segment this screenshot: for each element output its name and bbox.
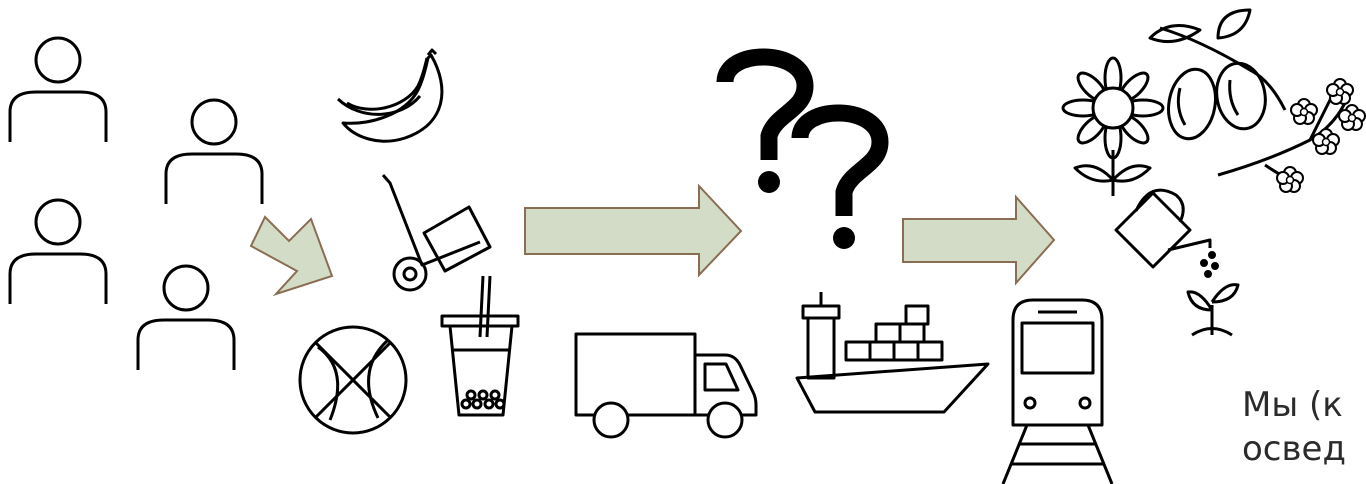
- sprout-icon: [1188, 285, 1238, 335]
- flow-arrow-right-2: [903, 197, 1054, 283]
- hand-truck-icon: [383, 175, 490, 290]
- person-icon: [166, 100, 262, 204]
- cargo-ship-icon: [797, 292, 988, 412]
- question-mark-icon: [725, 57, 880, 249]
- olive-branch-icon: [1150, 10, 1285, 142]
- caption-line-2: освед: [1242, 427, 1366, 471]
- person-icon: [138, 266, 234, 370]
- bubble-tea-icon: [442, 276, 518, 415]
- caption-line-1: Мы (к: [1242, 383, 1366, 427]
- flow-arrow-right-1: [525, 186, 741, 275]
- person-icon: [10, 200, 106, 304]
- delivery-truck-icon: [576, 334, 756, 437]
- train-icon: [1003, 300, 1112, 484]
- caption-text: Мы (к освед: [1242, 383, 1366, 471]
- watering-can-icon: [1116, 190, 1218, 276]
- blossom-branch-icon: [1218, 79, 1365, 192]
- basketball-icon: [300, 327, 406, 433]
- person-icon: [10, 38, 106, 142]
- banana-icon: [338, 50, 442, 141]
- sunflower-icon: [1063, 58, 1163, 196]
- flow-arrow-diagonal: [251, 217, 332, 294]
- people-group: [10, 38, 262, 370]
